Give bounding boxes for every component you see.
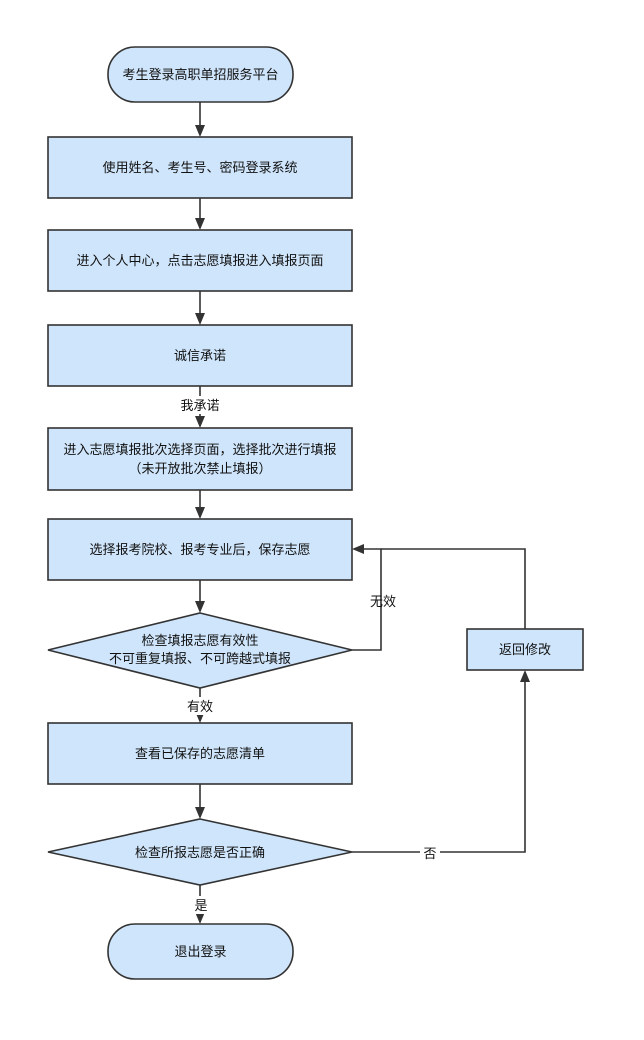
- return-step: 返回修改: [466, 628, 584, 671]
- edge-label-pledge: 我承诺: [180, 399, 219, 414]
- login-step: 使用姓名、考生号、密码登录系统: [47, 136, 353, 199]
- validity-decision-label-line1: 检查填报志愿有效性: [141, 634, 258, 649]
- end-label: 退出登录: [174, 945, 226, 960]
- login-step-label: 使用姓名、考生号、密码登录系统: [102, 160, 297, 176]
- end-node: 退出登录: [107, 923, 294, 980]
- batch-step-label-line1: 进入志愿填报批次选择页面，选择批次进行填报: [63, 442, 336, 458]
- edge-label-yes: 是: [194, 899, 207, 914]
- start-label: 考生登录高职单招服务平台: [122, 67, 278, 83]
- batch-step: 进入志愿填报批次选择页面，选择批次进行填报 （未开放批次禁止填报）: [47, 427, 353, 491]
- view-step: 查看已保存的志愿清单: [47, 722, 353, 785]
- view-step-label: 查看已保存的志愿清单: [135, 746, 265, 762]
- center-step-label: 进入个人中心，点击志愿填报进入填报页面: [76, 254, 323, 269]
- edge-label-valid: 有效: [187, 700, 213, 715]
- select-step-label: 选择报考院校、报考专业后，保存志愿: [89, 542, 310, 558]
- validity-decision-label-line2: 不可重复填报、不可跨越式填报: [109, 651, 291, 667]
- pledge-step-label: 诚信承诺: [174, 349, 226, 364]
- edge-label-invalid: 无效: [370, 595, 396, 610]
- select-step: 选择报考院校、报考专业后，保存志愿: [47, 518, 353, 581]
- batch-step-label-line2: （未开放批次禁止填报）: [128, 461, 271, 477]
- center-step: 进入个人中心，点击志愿填报进入填报页面: [47, 229, 353, 292]
- correctness-decision: 检查所报志愿是否正确: [47, 818, 353, 886]
- validity-decision: 检查填报志愿有效性 不可重复填报、不可跨越式填报: [47, 612, 353, 689]
- connectors: [195, 102, 530, 924]
- pledge-step: 诚信承诺: [47, 324, 353, 387]
- start-node: 考生登录高职单招服务平台: [107, 46, 294, 103]
- edge-label-no: 否: [423, 847, 436, 862]
- return-step-label: 返回修改: [499, 643, 551, 658]
- correctness-decision-label: 检查所报志愿是否正确: [135, 846, 265, 861]
